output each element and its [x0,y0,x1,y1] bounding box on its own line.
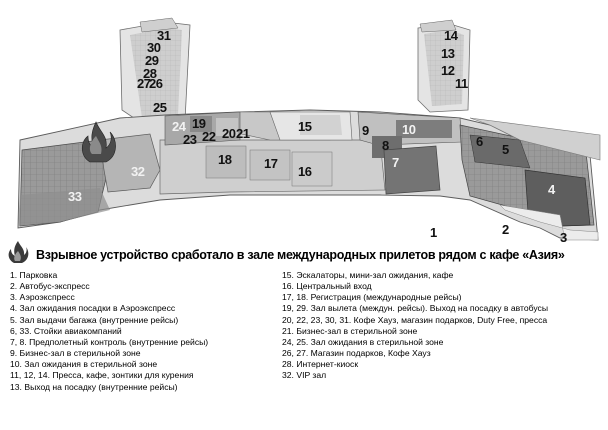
zone-label-23: 23 [183,132,197,147]
zone-label-21: 21 [236,126,250,141]
legend-item: 3. Аэроэкспресс [10,292,75,303]
zone-label-20: 20 [222,126,236,141]
zone-label-22: 22 [202,129,216,144]
legend-item: 19, 29. Зал вылета (междун. рейсы). Выхо… [282,303,549,314]
legend-item: 10. Зал ожидания в стерильной зоне [10,359,158,370]
legend-right: 15. Эскалаторы, мини-зал ожидания, кафе … [282,270,548,382]
flame-icon [8,241,29,263]
legend-item: 4. Зал ожидания посадки в Аэроэкспресс [10,303,176,314]
zone-label-25: 25 [153,100,167,115]
zone-32-area [99,133,161,193]
zone-label-6: 6 [476,134,483,149]
legend-item: 13. Выход на посадку (внутренние рейсы) [10,381,178,392]
legend-item: 17, 18. Регистрация (международные рейсы… [282,292,462,303]
zone-7-area [383,145,441,195]
zone-label-28: 28 [143,66,157,81]
legend-item: 5. Зал выдачи багажа (внутренние рейсы) [10,314,179,325]
zone-label-12: 12 [441,63,455,78]
legend-item: 24, 25. Зал ожидания в стерильной зоне [282,336,444,347]
zone-label-29: 29 [145,53,159,68]
zone-label-2: 2 [502,222,509,237]
zone-label-30: 30 [147,40,161,55]
legend-item: 28. Интернет-киоск [282,359,359,370]
zone-label-27: 27 [137,76,151,91]
legend-item: 20, 22, 23, 30, 31. Кофе Хауз, магазин п… [282,314,548,325]
legend-item: 11, 12, 14. Пресса, кафе, зонтики для ку… [10,370,194,381]
explosion-flame-icon [81,121,116,163]
headline: Взрывное устройство сработало в зале меж… [36,248,565,262]
terminal-map: 31 30 29 28 27 26 25 24 19 23 22 20 21 1… [17,17,601,245]
zone-label-9: 9 [362,123,369,138]
zone-label-3: 3 [560,230,567,245]
zone-label-4: 4 [548,182,556,197]
zone-label-31: 31 [157,28,171,43]
zone-label-18: 18 [218,152,232,167]
zone-label-19: 19 [192,116,206,131]
zone-label-5: 5 [502,142,509,157]
zone-label-17: 17 [264,156,278,171]
zone-label-24: 24 [172,119,187,134]
zone-label-16: 16 [298,164,312,179]
zone-label-10: 10 [402,122,416,137]
legend-item: 2. Автобус-экспресс [10,281,90,292]
legend-item: 1. Парковка [10,270,58,280]
legend-item: 16. Центральный вход [282,281,372,292]
zone-label-14: 14 [444,28,459,43]
legend-item: 21. Бизнес-зал в стерильной зоне [282,325,418,336]
zone-label-26: 26 [149,76,163,91]
legend-item: 15. Эскалаторы, мини-зал ожидания, кафе [282,270,454,280]
zone-label-13: 13 [441,46,455,61]
zone-label-7: 7 [392,155,399,170]
legend-item: 7, 8. Предполетный контроль (внутренние … [10,336,209,347]
legend-item: 6, 33. Стойки авиакомпаний [10,325,122,336]
zone-label-32: 32 [131,164,145,179]
zone-label-8: 8 [382,138,389,153]
zone-label-15: 15 [298,119,312,134]
legend-left: 1. Парковка 2. Автобус-экспресс 3. Аэроэ… [10,270,208,393]
zone-label-11: 11 [455,76,468,91]
zone-label-1: 1 [430,225,437,240]
zone-labels: 31 30 29 28 27 26 25 24 19 23 22 20 21 1… [68,28,568,245]
legend-item: 9. Бизнес-зал в стерильной зоне [10,348,141,359]
zone-label-33: 33 [68,189,82,204]
legend-item: 32. VIP зал [282,370,327,381]
legend-item: 26, 27. Магазин подарков, Кофе Хауз [282,348,431,359]
